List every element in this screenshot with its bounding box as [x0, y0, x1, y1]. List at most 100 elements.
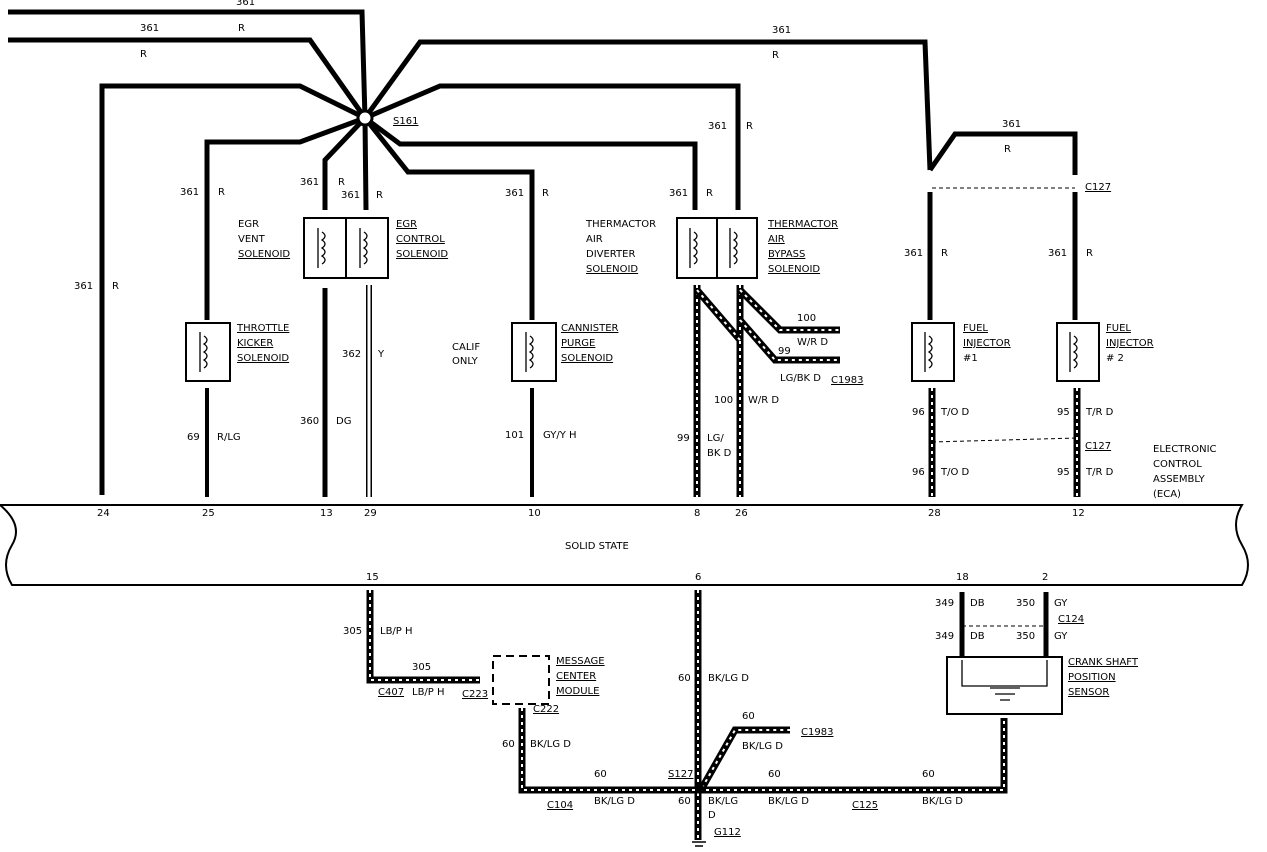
connector-c1983-bottom: C1983: [801, 727, 833, 738]
pin-12: 12: [1072, 508, 1085, 519]
fuel-injector-1-label: FUEL INJECTOR #1: [963, 323, 1011, 364]
svg-text:LG/BK D: LG/BK D: [780, 373, 821, 384]
svg-text:95: 95: [1057, 407, 1070, 418]
pin-25: 25: [202, 508, 215, 519]
svg-text:PURGE: PURGE: [561, 338, 595, 349]
svg-text:100: 100: [714, 395, 733, 406]
svg-text:D: D: [708, 810, 716, 821]
svg-text:LB/P H: LB/P H: [380, 626, 413, 637]
svg-text:KICKER: KICKER: [237, 338, 273, 349]
svg-text:R: R: [376, 190, 383, 201]
svg-text:60: 60: [594, 769, 607, 780]
svg-text:INJECTOR: INJECTOR: [963, 338, 1011, 349]
svg-text:T/O D: T/O D: [940, 407, 970, 418]
svg-text:SOLENOID: SOLENOID: [768, 264, 820, 275]
signal-wires: [205, 187, 1081, 627]
svg-text:SOLENOID: SOLENOID: [396, 249, 448, 260]
svg-text:362: 362: [342, 349, 361, 360]
svg-text:R: R: [1004, 144, 1011, 155]
connector-c407: C407: [378, 687, 404, 698]
pin-24: 24: [97, 508, 110, 519]
svg-text:BK/LG D: BK/LG D: [708, 673, 749, 684]
svg-text:T/R D: T/R D: [1085, 467, 1114, 478]
svg-text:AIR: AIR: [768, 234, 785, 245]
svg-text:#1: #1: [963, 353, 978, 364]
connector-c223: C223: [462, 689, 488, 700]
connector-c127-bottom: C127: [1085, 441, 1111, 452]
svg-text:361: 361: [300, 177, 319, 188]
svg-text:361: 361: [140, 23, 159, 34]
thermactor-bypass-label: THERMACTOR AIR BYPASS SOLENOID: [767, 219, 838, 275]
svg-text:95: 95: [1057, 467, 1070, 478]
svg-text:R: R: [1086, 248, 1093, 259]
svg-text:EGR: EGR: [238, 219, 259, 230]
svg-text:60: 60: [502, 739, 515, 750]
fuel-injector-2-label: FUEL INJECTOR # 2: [1106, 323, 1154, 364]
connector-c222: C222: [533, 704, 559, 715]
svg-text:LB/P H: LB/P H: [412, 687, 445, 698]
svg-text:305: 305: [412, 662, 431, 673]
svg-text:96: 96: [912, 467, 925, 478]
svg-text:# 2: # 2: [1106, 353, 1124, 364]
throttle-kicker-solenoid-label: THROTTLE KICKER SOLENOID: [236, 323, 289, 364]
svg-text:60: 60: [768, 769, 781, 780]
ground-g112-label: G112: [714, 827, 741, 838]
svg-text:THERMACTOR: THERMACTOR: [767, 219, 838, 230]
svg-text:BK/LG D: BK/LG D: [742, 741, 783, 752]
svg-text:R: R: [542, 188, 549, 199]
svg-text:361: 361: [341, 190, 360, 201]
eca-module-body: [0, 504, 1249, 586]
svg-text:361: 361: [180, 187, 199, 198]
pin-6: 6: [695, 572, 701, 583]
svg-text:361: 361: [236, 0, 255, 8]
svg-text:349: 349: [935, 598, 954, 609]
svg-text:SOLENOID: SOLENOID: [237, 353, 289, 364]
svg-text:DB: DB: [970, 598, 985, 609]
svg-text:361: 361: [772, 25, 791, 36]
connector-c1983-top: C1983: [831, 375, 863, 386]
svg-text:FUEL: FUEL: [1106, 323, 1131, 334]
bottom-wires: [366, 590, 1049, 840]
svg-text:FUEL: FUEL: [963, 323, 988, 334]
pin-15: 15: [366, 572, 379, 583]
svg-text:99: 99: [677, 433, 690, 444]
splice-s127: [696, 784, 704, 792]
egr-vent-solenoid-label: EGR VENT SOLENOID: [238, 219, 290, 260]
svg-text:60: 60: [678, 673, 691, 684]
svg-text:CALIF: CALIF: [452, 342, 480, 353]
ground-symbol: [692, 841, 706, 847]
svg-text:361: 361: [505, 188, 524, 199]
svg-text:361: 361: [904, 248, 923, 259]
svg-text:R: R: [218, 187, 225, 198]
svg-text:VENT: VENT: [238, 234, 266, 245]
pin-29: 29: [364, 508, 377, 519]
svg-text:R: R: [238, 23, 245, 34]
svg-text:SOLENOID: SOLENOID: [586, 264, 638, 275]
connector-c127-top: C127: [1085, 182, 1111, 193]
pin-26: 26: [735, 508, 748, 519]
svg-text:GY/Y H: GY/Y H: [543, 430, 577, 441]
svg-text:LG/: LG/: [707, 433, 724, 444]
connector-c125: C125: [852, 800, 878, 811]
crankshaft-sensor-label: CRANK SHAFT POSITION SENSOR: [1068, 657, 1139, 698]
pin-8: 8: [694, 508, 700, 519]
power-wires: [8, 9, 1078, 497]
svg-text:BK D: BK D: [707, 448, 732, 459]
svg-text:CENTER: CENTER: [556, 671, 596, 682]
svg-text:361: 361: [708, 121, 727, 132]
solenoid-boxes: [185, 217, 1100, 715]
svg-text:T/O D: T/O D: [940, 467, 970, 478]
svg-text:SOLENOID: SOLENOID: [561, 353, 613, 364]
svg-text:DIVERTER: DIVERTER: [586, 249, 635, 260]
svg-text:305: 305: [343, 626, 362, 637]
svg-text:CRANK SHAFT: CRANK SHAFT: [1068, 657, 1139, 668]
svg-text:350: 350: [1016, 598, 1035, 609]
thermactor-diverter-label: THERMACTOR AIR DIVERTER SOLENOID: [585, 219, 656, 275]
svg-text:AIR: AIR: [586, 234, 603, 245]
connector-c124: C124: [1058, 614, 1084, 625]
svg-text:BK/LG D: BK/LG D: [530, 739, 571, 750]
canister-purge-solenoid-label: CANNISTER PURGE SOLENOID: [561, 323, 619, 364]
message-center-module-label: MESSAGE CENTER MODULE: [556, 656, 605, 697]
connector-labels: C127 C127 C1983 C1983 C124 C407 C223 C22…: [378, 182, 1111, 838]
